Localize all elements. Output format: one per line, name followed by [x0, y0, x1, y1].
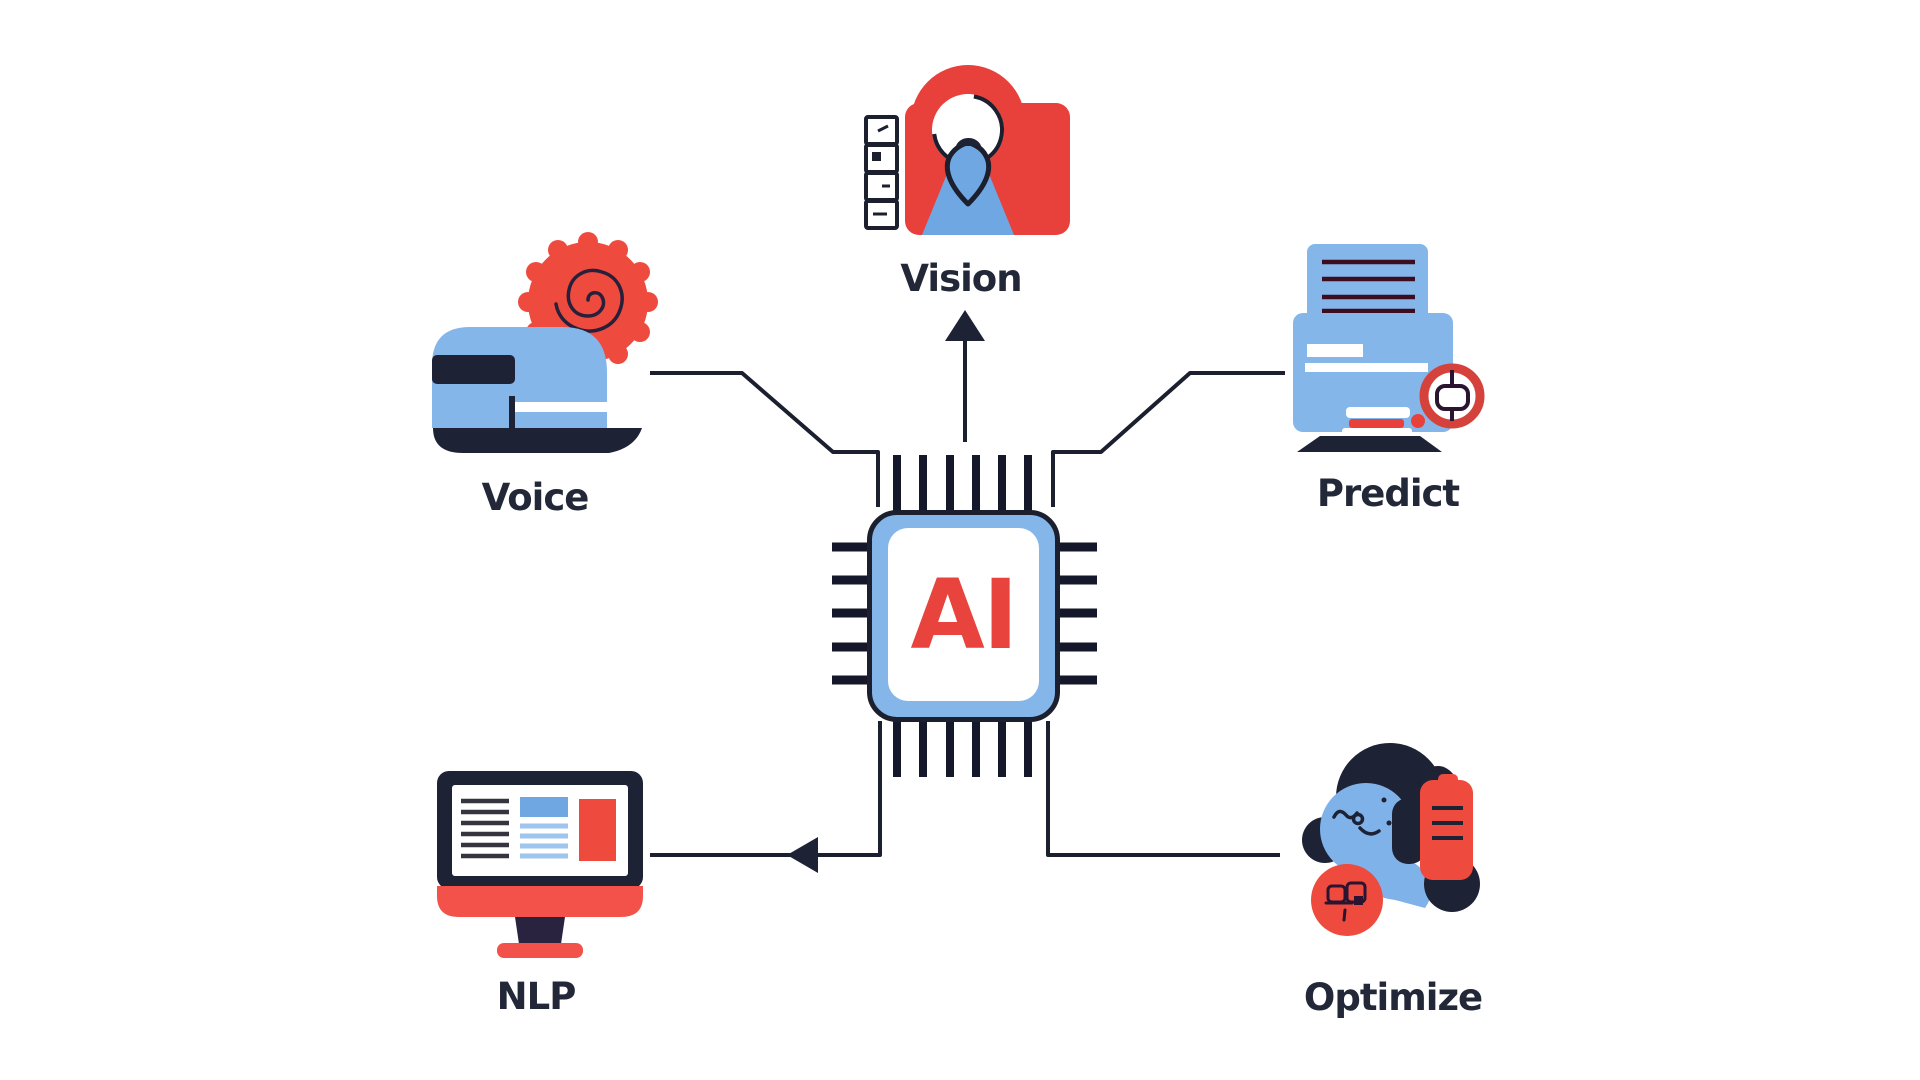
printer-white-line-short	[1307, 344, 1363, 357]
nlp-connector-line	[650, 721, 882, 857]
ai-chip-label: AI	[910, 558, 1018, 671]
person-hand-phone	[1392, 798, 1426, 864]
printer-body	[1293, 313, 1453, 432]
ai-chip-die: AI	[888, 528, 1039, 701]
arrow-left-icon	[787, 837, 818, 873]
person-phone-icon	[1302, 743, 1480, 936]
connector-predict-line	[1051, 371, 1285, 507]
phone	[1420, 774, 1473, 880]
monitor-red-bar	[437, 886, 643, 917]
printer-white-line-long	[1305, 363, 1428, 372]
screen-blue-lines	[520, 823, 568, 859]
recorder-slot	[432, 355, 515, 384]
connector-vision-arrow	[945, 310, 985, 442]
connector-voice-line	[650, 371, 880, 507]
person-face-features	[1332, 797, 1392, 836]
film-strip-icon	[864, 115, 899, 230]
screen-text-lines	[461, 798, 509, 859]
camera-icon	[864, 65, 1070, 235]
screen-red-block	[579, 799, 616, 861]
person-body	[1340, 849, 1432, 908]
predict-label: Predict	[1316, 472, 1460, 515]
magnifier-badge-icon	[1419, 363, 1485, 429]
arrow-up-icon	[945, 310, 985, 341]
connector-optimize-line	[1046, 721, 1280, 857]
recorder-base	[433, 428, 642, 453]
connector-nlp-arrow-line	[650, 721, 882, 873]
camera-lens	[932, 94, 1004, 166]
document-text-lines	[1322, 259, 1415, 314]
voice-label: Voice	[481, 476, 590, 519]
recorder-tick	[509, 396, 515, 428]
optimize-badge-icon	[1311, 864, 1383, 936]
vision-label: Vision	[900, 257, 1022, 300]
optimize-label: Optimize	[1303, 976, 1483, 1019]
printer-base	[1297, 436, 1442, 452]
nlp-label: NLP	[496, 975, 577, 1018]
monitor-stand	[515, 917, 565, 944]
printer-document-icon	[1293, 244, 1485, 452]
printer-paper-stack	[1342, 407, 1425, 436]
chip-pins	[832, 455, 1097, 777]
monitor-base	[497, 943, 583, 958]
recorder-white-line	[515, 402, 607, 412]
ai-chip: AI	[867, 510, 1060, 722]
desktop-monitor-icon	[437, 771, 643, 958]
screen-blue-block	[520, 797, 568, 817]
voice-recorder-icon	[432, 232, 658, 453]
camera-droplet-cap	[956, 138, 981, 146]
